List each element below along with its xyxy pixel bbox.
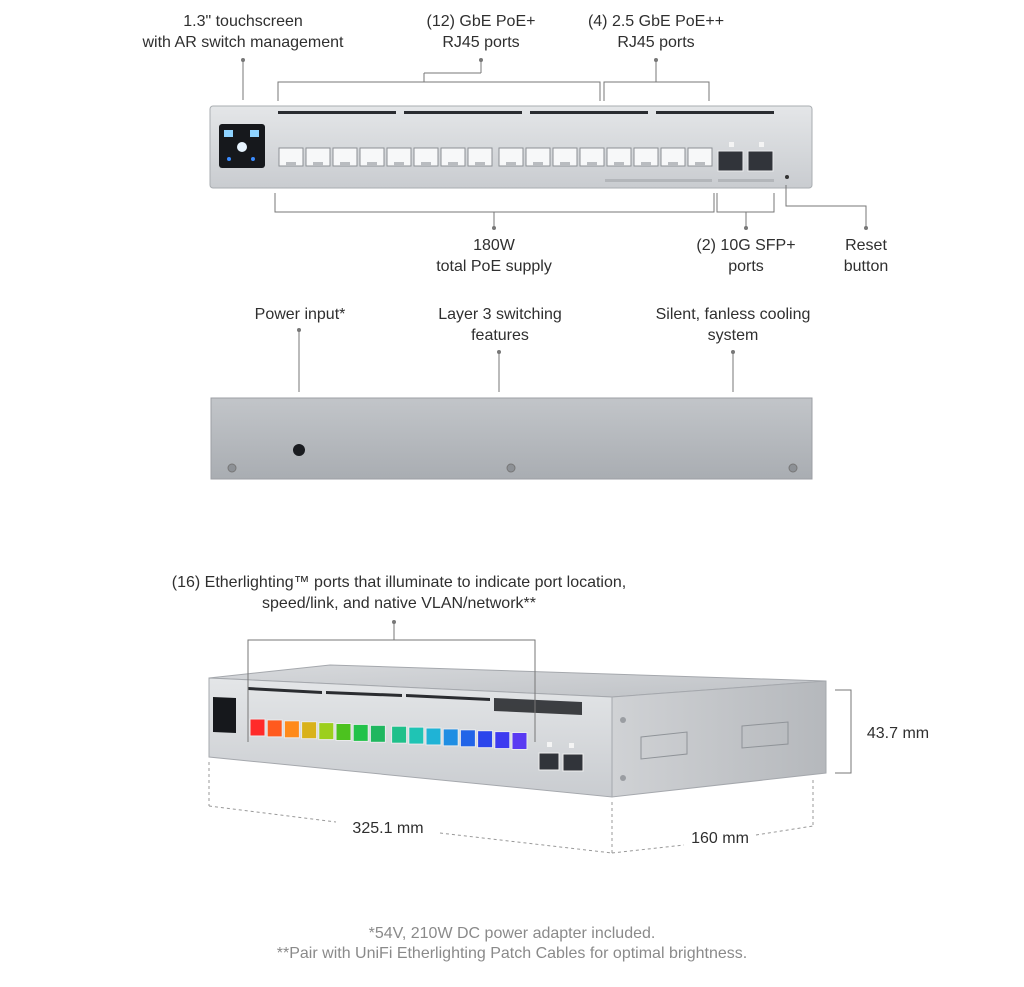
etherlighting-port <box>318 722 335 741</box>
etherlighting-port <box>391 725 408 744</box>
rj45-port-tab <box>506 162 516 166</box>
poe-plus-plus-callout: (4) 2.5 GbE PoE++RJ45 ports <box>587 13 725 51</box>
width-dimension-label: 325.1 mm <box>352 820 424 837</box>
rj45-port-tab <box>614 162 624 166</box>
front-callouts <box>242 60 867 228</box>
footnote-power-adapter: *54V, 210W DC power adapter included. <box>368 925 656 942</box>
footnote-patch-cables: **Pair with UniFi Etherlighting Patch Ca… <box>276 945 748 962</box>
gbe-ports-callout: (12) GbE PoE+RJ45 ports <box>426 13 536 51</box>
etherlighting-port <box>408 726 425 745</box>
etherlighting-port <box>459 729 476 748</box>
etherlighting-port <box>249 718 266 737</box>
perspective-callouts <box>247 622 852 774</box>
dimension-lines <box>208 762 814 854</box>
etherlighting-port <box>335 723 352 741</box>
rj45-port-tab <box>587 162 597 166</box>
etherlighting-callout: (16) Etherlighting™ ports that illuminat… <box>171 574 627 612</box>
rj45-port-tab <box>313 162 323 166</box>
etherlighting-port <box>352 723 369 742</box>
etherlighting-port <box>301 721 318 740</box>
perspective-switch <box>208 664 827 798</box>
reset-button-hole <box>785 175 789 179</box>
rj45-port-tab <box>367 162 377 166</box>
etherlighting-port <box>283 720 300 739</box>
height-dimension-label: 43.7 mm <box>866 725 930 742</box>
rj45-port-tab <box>286 162 296 166</box>
rj45-port-tab <box>448 162 458 166</box>
sfp-ports <box>717 142 774 172</box>
etherlighting-port <box>494 731 511 750</box>
rj45-port-tab <box>421 162 431 166</box>
rj45-port-tab <box>560 162 570 166</box>
etherlighting-port <box>369 724 386 743</box>
rj45-port-tab <box>394 162 404 166</box>
rj45-port-tab <box>641 162 651 166</box>
etherlighting-port <box>442 728 459 747</box>
rear-callouts <box>298 330 734 392</box>
front-callout-dots <box>241 58 868 230</box>
rj45-port-tab <box>533 162 543 166</box>
rj45-port-tab <box>695 162 705 166</box>
etherlighting-port <box>511 732 528 750</box>
etherlighting-port <box>266 719 283 738</box>
front-switch <box>209 105 813 189</box>
power-input-port <box>293 444 305 456</box>
rj45-port-tab <box>668 162 678 166</box>
rj45-port-tab <box>340 162 350 166</box>
rj45-port-tab <box>475 162 485 166</box>
etherlighting-port <box>425 727 442 746</box>
rear-switch <box>210 397 813 480</box>
etherlighting-port <box>477 730 494 749</box>
sfp-callout: (2) 10G SFP+ports <box>696 237 796 275</box>
depth-dimension-label: 160 mm <box>691 830 749 847</box>
power-input-callout: Power input* <box>254 306 346 323</box>
